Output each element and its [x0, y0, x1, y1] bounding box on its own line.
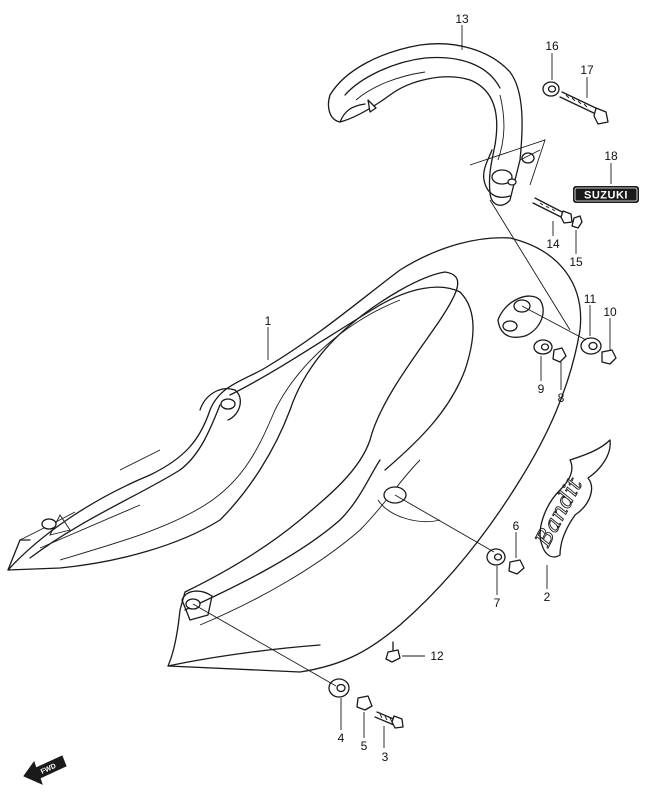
collar-10	[601, 349, 617, 365]
collar-8	[552, 347, 567, 363]
bandit-script-emblem: Bandit	[530, 439, 611, 558]
callout-2: 2	[544, 590, 551, 604]
callout-4: 4	[338, 731, 345, 745]
script-emblem-text: Bandit	[531, 474, 588, 552]
callout-11: 11	[584, 292, 597, 306]
bolt-14	[532, 197, 573, 224]
grommet-11	[580, 337, 602, 355]
washer-16	[542, 81, 560, 97]
grommet-9	[533, 339, 553, 355]
callout-1: 1	[265, 314, 272, 328]
nut-15	[571, 215, 583, 229]
callout-3: 3	[382, 750, 389, 764]
callout-17: 17	[580, 63, 594, 77]
callout-labels: 1 2 3 4 5 6 7 8 9 10 11 12 13 14 15 16 1…	[265, 12, 618, 764]
callout-10: 10	[603, 305, 617, 319]
screw-12	[385, 641, 401, 663]
grommet-4	[328, 678, 350, 698]
callout-15: 15	[569, 255, 583, 269]
leader-lines	[267, 25, 612, 748]
callout-14: 14	[546, 237, 560, 251]
callout-18: 18	[604, 149, 618, 163]
grommet-7	[486, 548, 506, 566]
callout-8: 8	[558, 391, 565, 405]
collar-5	[356, 695, 373, 711]
bolt-17	[559, 91, 609, 125]
assembly-lines	[192, 139, 587, 687]
bolt-3	[374, 711, 404, 729]
callout-13: 13	[455, 12, 469, 26]
grab-rail	[327, 43, 541, 206]
callout-9: 9	[538, 382, 545, 396]
emblem-text: SUZUKI	[584, 190, 628, 202]
collar-6	[508, 559, 525, 575]
callout-16: 16	[545, 39, 559, 53]
suzuki-emblem: SUZUKI	[573, 186, 639, 203]
callout-5: 5	[361, 739, 368, 753]
fwd-arrow-icon: FWD	[23, 755, 67, 785]
seat-tail-cover	[7, 237, 582, 673]
callout-7: 7	[494, 596, 501, 610]
callout-12: 12	[430, 649, 444, 663]
callout-6: 6	[513, 519, 520, 533]
